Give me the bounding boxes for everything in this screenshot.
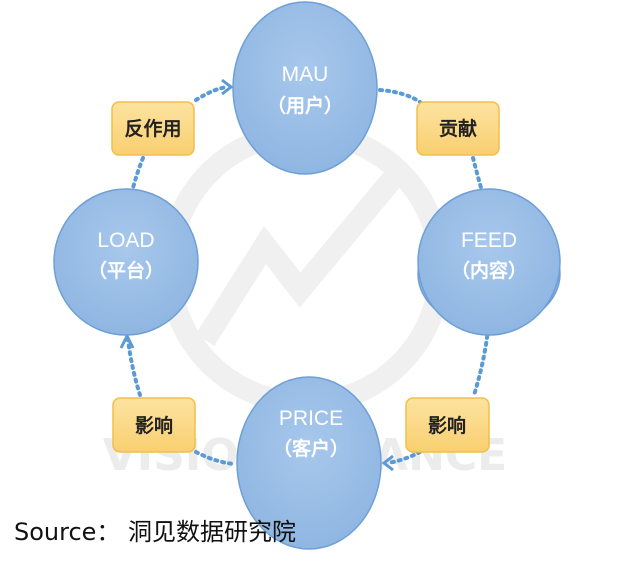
node-subtitle: （内容） [451,259,527,282]
edge-label: 反作用 [124,117,181,140]
label-load-to-mau: 反作用 [111,101,195,156]
node-subtitle: （平台） [88,259,164,282]
arrow-feed-to-price [386,450,422,465]
arrowhead-icon [119,332,135,349]
arrowhead-icon [381,454,394,472]
label-mau-to-feed: 贡献 [416,101,500,156]
node-title: MAU [282,63,329,86]
arrow-mau-connector [378,88,422,104]
node-subtitle: （客户） [273,437,349,460]
arrow-load-to-mau [194,85,230,102]
node-title: FEED [461,229,517,252]
node-title: LOAD [97,229,154,252]
node-feed: FEED （内容） [417,188,561,336]
node-price: PRICE （客户） [236,376,382,550]
node-title: PRICE [279,407,343,430]
label-price-to-load: 影响 [112,397,196,453]
node-mau: MAU （用户） [232,1,378,175]
arrow-price-to-load [126,338,142,397]
edge-label: 贡献 [439,118,477,140]
source-caption: Source： 洞见数据研究院 [14,518,297,546]
node-subtitle: （用户） [267,94,343,117]
arrow-price-connector [194,450,236,466]
node-load: LOAD （平台） [53,188,199,336]
edge-label: 影响 [135,414,173,437]
arrowhead-icon [221,78,234,96]
label-feed-to-price: 影响 [405,397,490,453]
edge-label: 影响 [428,414,466,437]
